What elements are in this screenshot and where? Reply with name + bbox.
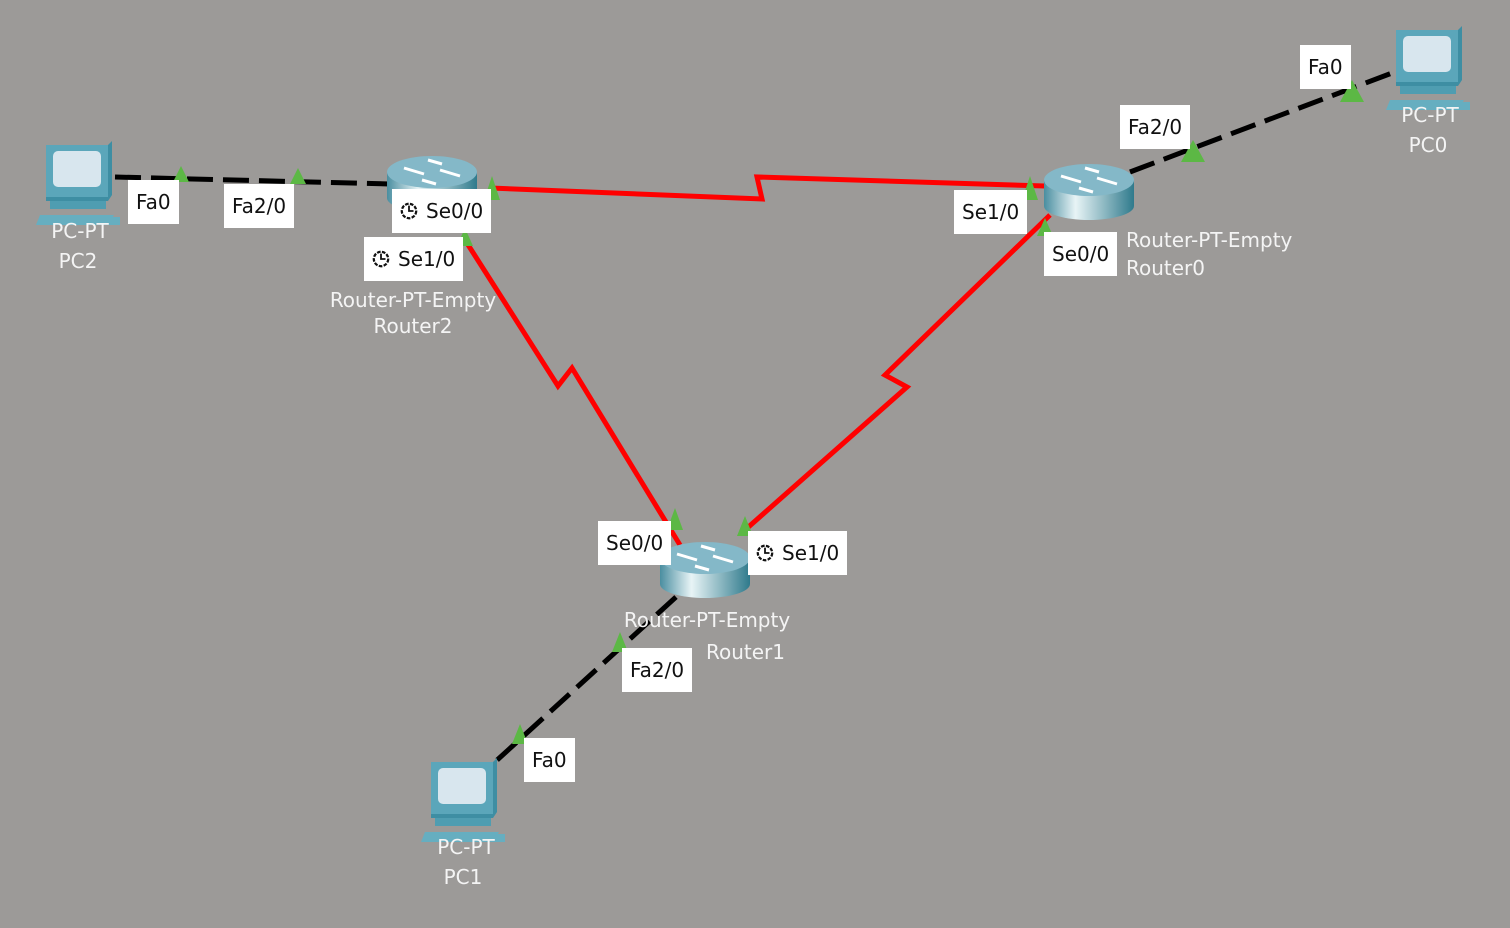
link-router2-router1-serial[interactable] bbox=[462, 238, 683, 547]
port-label-router0-se0-0: Se0/0 bbox=[1044, 232, 1118, 276]
port-label-router2-fa2-0: Fa2/0 bbox=[224, 184, 295, 228]
link-up-indicator bbox=[612, 632, 628, 652]
port-label-pc0-fa0: Fa0 bbox=[1300, 45, 1351, 89]
clock-icon bbox=[400, 202, 418, 220]
port-name: Se1/0 bbox=[398, 247, 456, 271]
link-pc2-router2[interactable] bbox=[114, 174, 391, 187]
pc2-icon[interactable] bbox=[36, 141, 120, 225]
port-label-router2-se0-0: Se0/0 bbox=[392, 189, 492, 233]
port-name: Se1/0 bbox=[782, 541, 840, 565]
port-label-router2-se1-0: Se1/0 bbox=[364, 237, 464, 281]
pc1-icon[interactable] bbox=[421, 758, 505, 842]
port-name: Fa2/0 bbox=[232, 194, 287, 218]
pc1-name-label: PC1 bbox=[443, 865, 483, 889]
router0-model-label: Router-PT-Empty bbox=[1126, 228, 1293, 252]
pc2-model-label: PC-PT bbox=[51, 219, 109, 243]
port-name: Se0/0 bbox=[606, 531, 664, 555]
pc2-name-label: PC2 bbox=[58, 249, 98, 273]
router2-model-label: Router-PT-Empty bbox=[329, 288, 497, 312]
pc1-model-label: PC-PT bbox=[437, 835, 495, 859]
link-up-indicator bbox=[290, 168, 306, 184]
port-name: Fa2/0 bbox=[630, 658, 685, 682]
router2-name-label: Router2 bbox=[373, 314, 453, 338]
link-router0-router1-serial[interactable] bbox=[743, 213, 1052, 532]
port-name: Se0/0 bbox=[1052, 242, 1110, 266]
link-up-indicator bbox=[1181, 140, 1205, 162]
link-up-indicator bbox=[1037, 218, 1053, 236]
port-label-router1-fa2-0: Fa2/0 bbox=[622, 648, 693, 692]
pc0-model-label: PC-PT bbox=[1401, 103, 1459, 127]
port-label-router1-se1-0: Se1/0 bbox=[748, 531, 848, 575]
port-label-router0-fa2-0: Fa2/0 bbox=[1120, 105, 1191, 149]
link-router2-router0-serial[interactable] bbox=[489, 174, 1046, 202]
link-router1-pc1[interactable] bbox=[493, 595, 678, 764]
router1-icon[interactable] bbox=[658, 540, 752, 600]
pc0-name-label: PC0 bbox=[1408, 133, 1448, 157]
clock-icon bbox=[756, 544, 774, 562]
router1-name-label: Router1 bbox=[706, 640, 786, 664]
pc0-icon[interactable] bbox=[1386, 26, 1470, 110]
port-label-router1-se0-0: Se0/0 bbox=[598, 521, 672, 565]
port-name: Se1/0 bbox=[962, 200, 1020, 224]
port-label-pc2-fa0: Fa0 bbox=[128, 180, 179, 224]
link-up-indicator bbox=[173, 166, 189, 182]
router0-icon[interactable] bbox=[1042, 162, 1136, 222]
port-label-pc1-fa0: Fa0 bbox=[524, 738, 575, 782]
link-up-indicator bbox=[1340, 80, 1364, 102]
port-name: Fa2/0 bbox=[1128, 115, 1183, 139]
port-name: Fa0 bbox=[136, 190, 171, 214]
clock-icon bbox=[372, 250, 390, 268]
port-label-router0-se1-0: Se1/0 bbox=[954, 190, 1028, 234]
port-name: Fa0 bbox=[532, 748, 567, 772]
router1-model-label: Router-PT-Empty bbox=[623, 608, 791, 632]
port-name: Fa0 bbox=[1308, 55, 1343, 79]
router0-name-label: Router0 bbox=[1126, 256, 1206, 280]
port-name: Se0/0 bbox=[426, 199, 484, 223]
